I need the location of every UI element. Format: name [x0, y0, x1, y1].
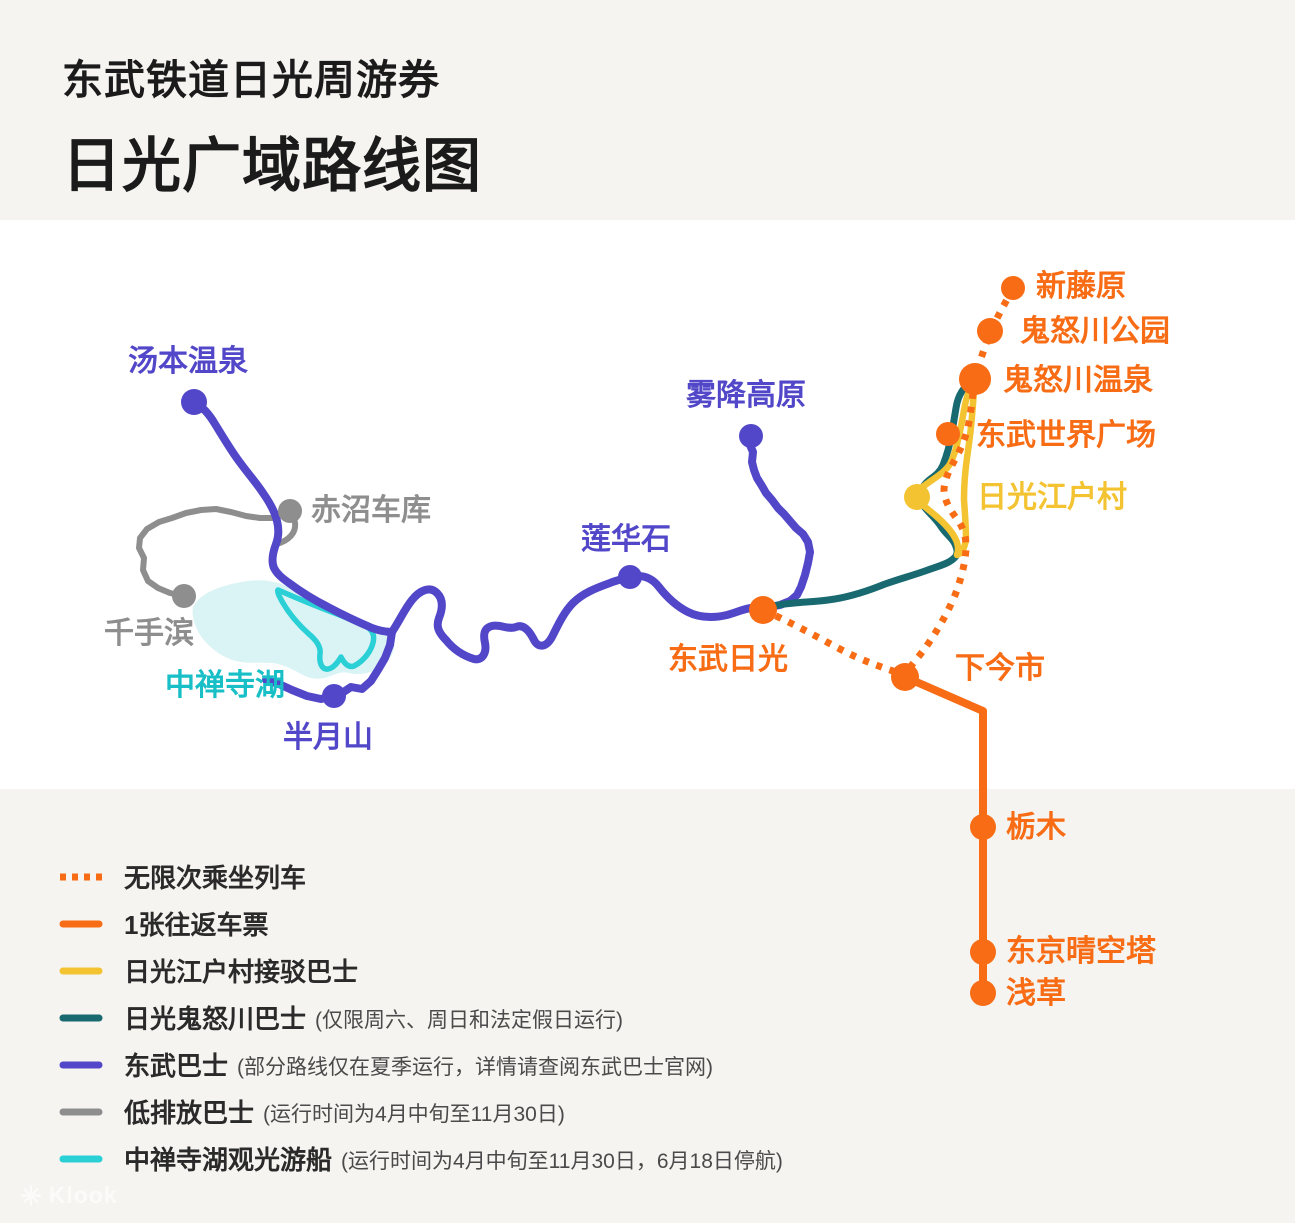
legend-swatch-solid-yellow [59, 967, 103, 974]
map-subtitle: 东武铁道日光周游券 [62, 57, 440, 103]
legend-label: 1张往返车票 [124, 910, 269, 940]
station-label-kirifuri-highland: 雾降高原 [686, 379, 806, 412]
legend: 无限次乘坐列车 1张往返车票 日光江户村接驳巴士 日光鬼怒川巴士 (仅限周六、周… [58, 853, 783, 1182]
watermark: ✳ Klook [20, 1182, 118, 1209]
station-dot-edo-wonderland [904, 484, 930, 510]
legend-swatch-solid-gray [59, 1108, 103, 1115]
station-dot-hangetsuyama [322, 684, 346, 708]
station-dot-shin-fujiwara [1001, 276, 1025, 300]
legend-band [0, 789, 1295, 1223]
legend-row-roundtrip-ticket: 1张往返车票 [58, 900, 783, 947]
watermark-text: Klook [48, 1182, 118, 1208]
station-label-tochigi: 栃木 [1006, 811, 1066, 844]
station-dot-tochigi [970, 814, 996, 840]
station-label-shin-fujiwara: 新藤原 [1036, 270, 1126, 303]
lake-label-chuzenji: 中禅寺湖 [165, 669, 285, 702]
route-tobu-bus-kirifuri [746, 432, 814, 614]
legend-label: 日光鬼怒川巴士 [124, 1004, 307, 1034]
legend-swatch-solid-orange [59, 920, 103, 927]
station-label-edo-wonderland: 日光江户村 [977, 481, 1127, 514]
station-label-yumoto-onsen: 汤本温泉 [128, 345, 248, 378]
header-band [0, 0, 1295, 220]
legend-note: (仅限周六、周日和法定假日运行) [315, 1009, 624, 1032]
legend-label: 无限次乘坐列车 [124, 863, 307, 893]
route-edo-wonderland-shuttle [913, 375, 979, 559]
header: 东武铁道日光周游券 日光广域路线图 [62, 46, 482, 203]
station-dot-yumoto-onsen [181, 389, 207, 415]
station-dot-kinugawa-onsen [959, 363, 991, 395]
legend-swatch-solid-purple [59, 1061, 103, 1068]
legend-note: (部分路线仅在夏季运行，详情请查阅东武巴士官网) [237, 1056, 713, 1079]
legend-label: 日光江户村接驳巴士 [124, 957, 359, 987]
station-dot-tobu-world-square [936, 422, 960, 446]
station-label-senjugahama: 千手滨 [104, 617, 194, 650]
station-label-akanuma-garage: 赤沼车库 [311, 494, 431, 527]
legend-row-nikko-kinugawa-bus: 日光鬼怒川巴士 (仅限周六、周日和法定假日运行) [58, 994, 783, 1041]
station-label-asakusa: 浅草 [1006, 977, 1066, 1010]
legend-note: (运行时间为4月中旬至11月30日，6月18日停航) [341, 1150, 783, 1173]
page-title: 日光广域路线图 [62, 133, 483, 199]
station-dot-kirifuri-highland [739, 424, 763, 448]
legend-swatch-solid-cyan [59, 1155, 103, 1162]
station-label-kinugawa-onsen: 鬼怒川温泉 [1003, 364, 1153, 397]
lake-chuzenji-shape [192, 580, 395, 679]
station-label-kinugawa-park: 鬼怒川公园 [1020, 315, 1170, 348]
station-label-hangetsuyama: 半月山 [283, 721, 373, 754]
station-label-tobu-world-square: 东武世界广场 [976, 419, 1156, 452]
station-label-tobu-nikko: 东武日光 [668, 643, 788, 676]
route-train-roundtrip [901, 673, 987, 997]
station-dot-kinugawa-park [977, 318, 1003, 344]
station-dot-akanuma-garage [278, 499, 302, 523]
station-label-rengeseki: 莲华石 [581, 523, 671, 556]
route-nikko-kinugawa-bus [759, 375, 979, 614]
legend-row-tobu-bus: 东武巴士 (部分路线仅在夏季运行，详情请查阅东武巴士官网) [58, 1041, 783, 1088]
legend-note: (运行时间为4月中旬至11月30日) [263, 1103, 565, 1126]
legend-row-edo-shuttle: 日光江户村接驳巴士 [58, 947, 783, 994]
station-dot-tokyo-skytree [970, 939, 996, 965]
station-label-tokyo-skytree: 东京晴空塔 [1006, 935, 1156, 968]
legend-label: 低排放巴士 [124, 1098, 255, 1128]
station-dot-shimo-imaichi [891, 663, 919, 691]
route-train-unlimited-tobunikko-shimoimaichi [761, 606, 907, 679]
legend-row-low-emission-bus: 低排放巴士 (运行时间为4月中旬至11月30日) [58, 1088, 783, 1135]
station-dot-senjugahama [172, 584, 196, 608]
station-dot-tobu-nikko [749, 596, 777, 624]
route-tobu-bus-hangetsuyama [262, 628, 396, 703]
station-dot-rengeseki [618, 565, 642, 589]
station-dot-asakusa [970, 980, 996, 1006]
legend-row-unlimited-train: 无限次乘坐列车 [58, 853, 783, 900]
legend-label: 中禅寺湖观光游船 [124, 1145, 333, 1175]
route-low-emission-bus [136, 506, 293, 599]
watermark-logo-icon: ✳ [20, 1180, 43, 1211]
legend-swatch-dotted-orange [60, 873, 104, 880]
legend-label: 东武巴士 [124, 1051, 229, 1081]
station-label-shimo-imaichi: 下今市 [955, 652, 1045, 685]
legend-row-lake-cruise: 中禅寺湖观光游船 (运行时间为4月中旬至11月30日，6月18日停航) [58, 1135, 783, 1182]
legend-swatch-solid-teal [59, 1014, 103, 1021]
